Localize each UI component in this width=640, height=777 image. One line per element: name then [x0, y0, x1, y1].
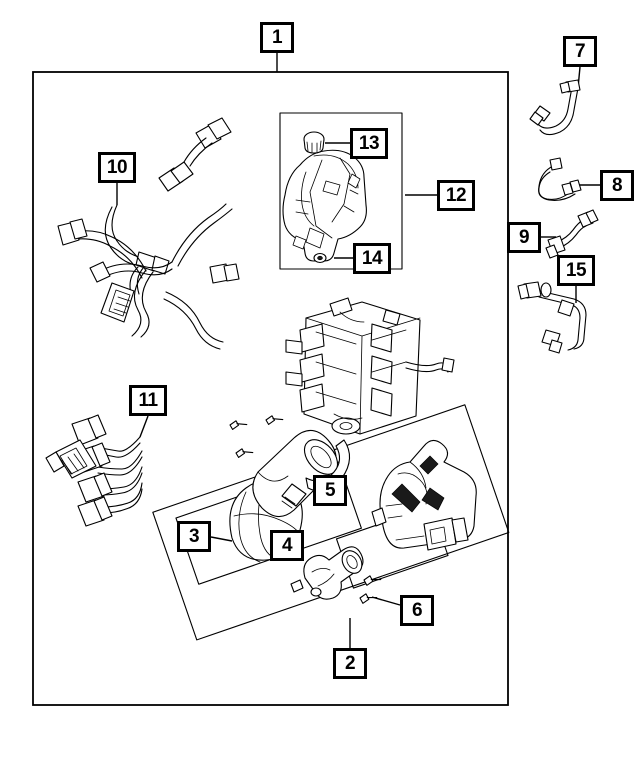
callout-box-2[interactable]: 2 [333, 648, 367, 679]
callout-box-15[interactable]: 15 [557, 255, 595, 286]
fluid-hose-part-8 [538, 157, 582, 201]
pump-bracket-assembly [371, 439, 477, 551]
wiring-harness-part-10 [57, 117, 240, 350]
valve-body-assembly [285, 297, 455, 435]
callout-box-1[interactable]: 1 [260, 22, 294, 53]
motor-box-bolts [229, 415, 284, 458]
housing-sub-box [279, 112, 403, 270]
fluid-tube-part-9 [545, 209, 599, 259]
callout-box-7[interactable]: 7 [563, 36, 597, 67]
callout-box-6[interactable]: 6 [400, 595, 434, 626]
callout-box-14[interactable]: 14 [353, 243, 391, 274]
callout-box-5[interactable]: 5 [313, 475, 347, 506]
callout-box-13[interactable]: 13 [350, 128, 388, 159]
callout-box-9[interactable]: 9 [507, 222, 541, 253]
callout-box-8[interactable]: 8 [600, 170, 634, 201]
fluid-line-part-7 [529, 79, 581, 136]
accumulator-housing-part-12 [282, 149, 367, 262]
solenoid-valve-part-6 [290, 546, 382, 604]
callout-box-4[interactable]: 4 [270, 530, 304, 561]
fill-cap-part-13 [303, 131, 325, 154]
callout-box-10[interactable]: 10 [98, 152, 136, 183]
fluid-line-part-15 [517, 281, 587, 354]
callout-box-3[interactable]: 3 [177, 521, 211, 552]
callout-box-12[interactable]: 12 [437, 180, 475, 211]
solenoid-harness-part-11 [45, 414, 143, 527]
drain-plug-part-14 [313, 252, 327, 264]
callout-box-11[interactable]: 11 [129, 385, 167, 416]
outer-assembly-box [32, 71, 509, 706]
